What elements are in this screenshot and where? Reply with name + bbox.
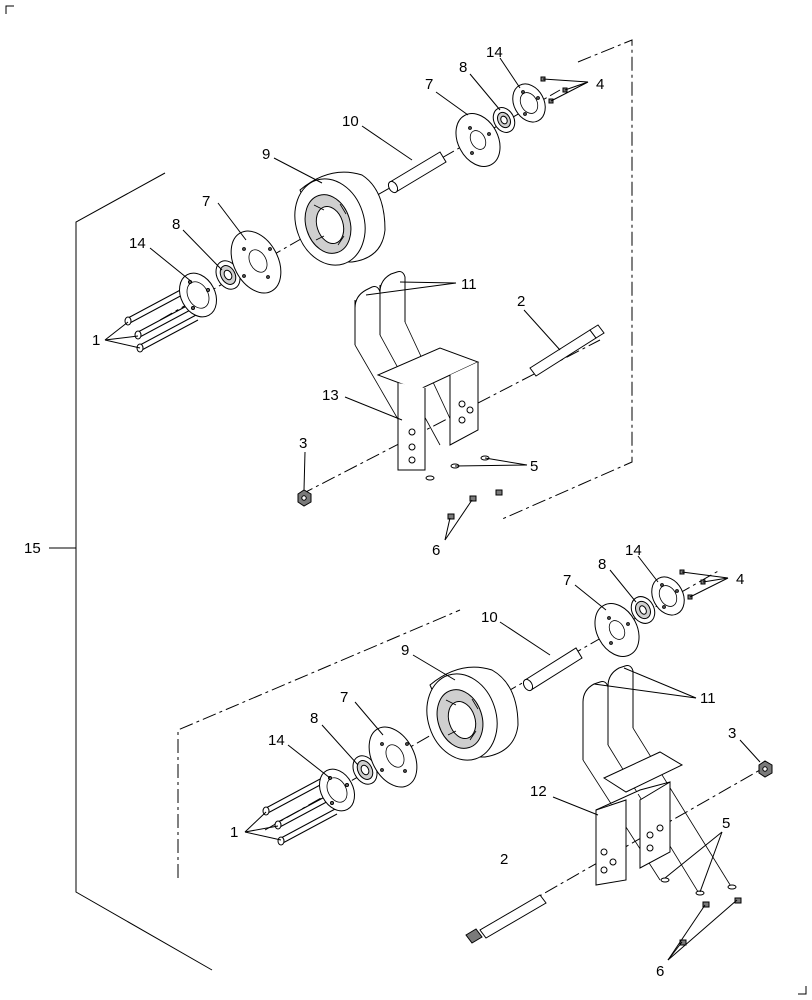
lower-assembly (177, 569, 773, 946)
flange-item-14-right (512, 83, 546, 123)
callout-14-lower-right: 14 (625, 542, 642, 559)
callout-7-upper-right: 7 (425, 76, 433, 93)
callout-7-upper-left: 7 (202, 193, 210, 210)
callout-14-upper-right: 14 (486, 44, 503, 61)
flange-item-14-left (179, 272, 217, 318)
washers-item-5-lower (660, 877, 737, 896)
callout-9-lower: 9 (401, 642, 409, 659)
callout-7-lower-left: 7 (340, 689, 348, 706)
callout-11-lower: 11 (700, 690, 716, 707)
wheel-item-9-upper (294, 171, 386, 266)
callout-6-lower: 6 (656, 963, 664, 980)
tube-item-10-upper (387, 151, 447, 194)
bearing-item-8-lower-right (630, 596, 656, 624)
bearing-item-8-right (492, 107, 516, 133)
upper-assembly (124, 39, 633, 521)
callout-labels: 1 2 3 4 5 6 7 7 8 8 9 10 11 13 14 14 1 2… (24, 44, 744, 980)
nut-item-3-lower (758, 760, 773, 778)
callout-10-upper: 10 (342, 113, 359, 130)
callout-7-lower-right: 7 (563, 572, 571, 589)
flange-item-14-lower-left (318, 768, 356, 812)
callout-9-upper: 9 (262, 146, 270, 163)
callout-12-lower: 12 (530, 783, 547, 800)
callout-2-lower-bolt: 2 (500, 851, 508, 868)
callout-13-upper: 13 (322, 387, 339, 404)
bracket-item-13 (376, 347, 480, 471)
kit-bracket (49, 172, 213, 971)
callout-15-kit: 15 (24, 540, 41, 557)
disc-item-7-left (230, 230, 282, 294)
callout-8-upper-left: 8 (172, 216, 180, 233)
disc-item-7-lower-right (594, 603, 640, 657)
bolt-item-2-upper (529, 324, 605, 377)
callout-3-lower: 3 (728, 725, 736, 742)
bolt-item-2-lower (465, 894, 547, 944)
callout-1-upper: 1 (92, 332, 100, 349)
callout-14-lower-left: 14 (268, 732, 285, 749)
washers-item-5-upper (425, 455, 490, 481)
leader-lines (104, 57, 761, 961)
callout-11-upper: 11 (461, 276, 477, 293)
bolts-item-1-lower (262, 777, 338, 846)
callout-5-lower: 5 (722, 815, 730, 832)
callout-14-upper-left: 14 (129, 235, 146, 252)
callout-5-upper: 5 (530, 458, 538, 475)
callout-8-upper-right: 8 (459, 59, 467, 76)
bearing-item-8-lower-left (352, 755, 378, 785)
callout-4-upper: 4 (596, 76, 604, 93)
bracket-item-12 (595, 751, 684, 886)
callout-1-lower: 1 (230, 824, 238, 841)
callout-3-upper: 3 (299, 435, 307, 452)
nut-item-3-upper (297, 489, 312, 507)
wheel-item-9-lower (426, 666, 519, 761)
callout-8-lower-right: 8 (598, 556, 606, 573)
callout-10-lower: 10 (481, 609, 498, 626)
flange-item-14-lower-right (651, 576, 685, 616)
tube-item-10-lower (522, 647, 583, 692)
disc-item-7-lower-left (368, 726, 418, 788)
crop-marks (5, 5, 807, 995)
nuts-item-6-upper (447, 489, 503, 520)
callout-8-lower-left: 8 (310, 710, 318, 727)
disc-item-7-right (455, 113, 501, 167)
callout-2-upper: 2 (517, 293, 525, 310)
callout-4-lower: 4 (736, 571, 744, 588)
callout-6-upper: 6 (432, 542, 440, 559)
